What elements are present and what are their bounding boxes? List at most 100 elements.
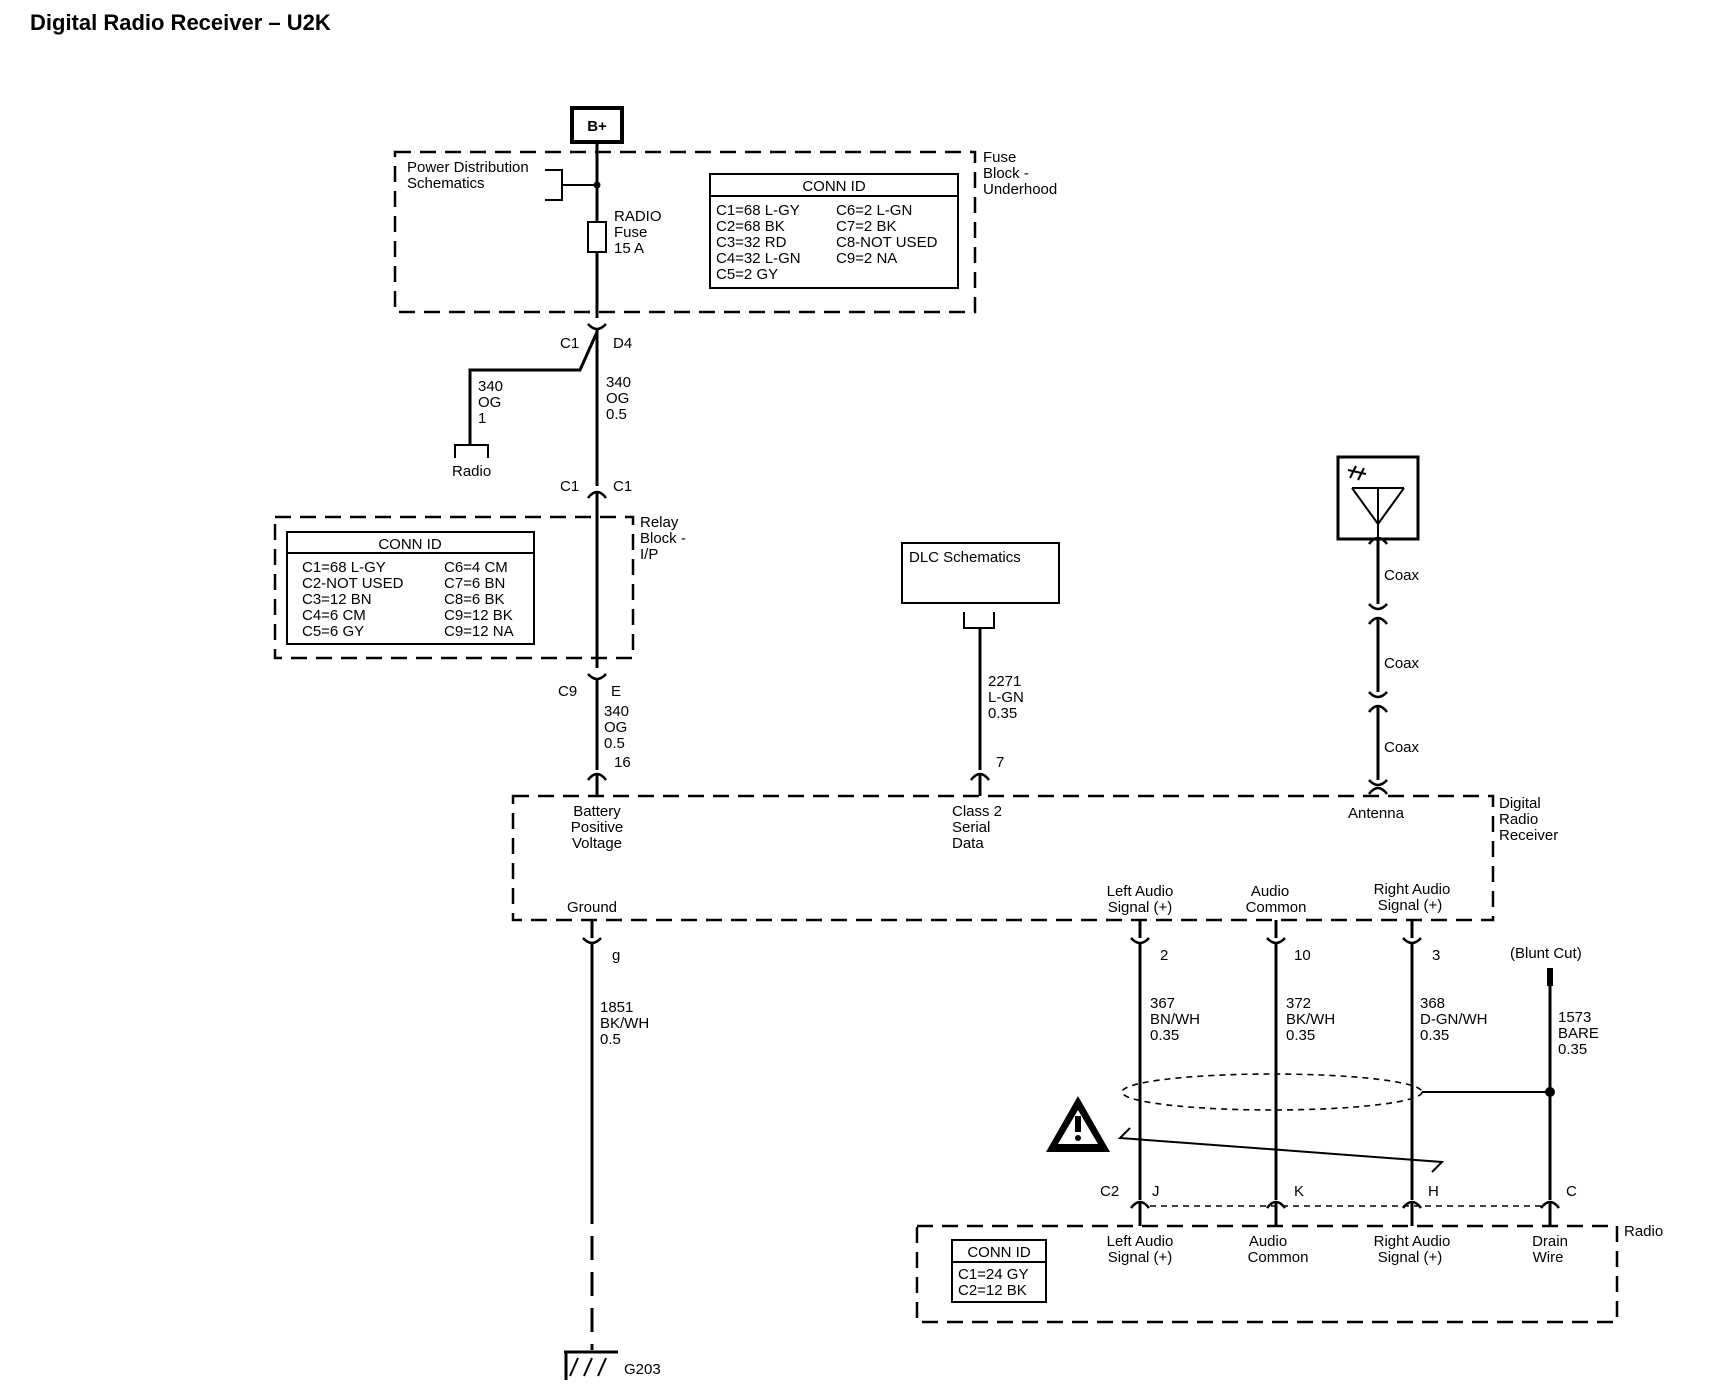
svg-text:Coax: Coax — [1384, 739, 1420, 756]
svg-text:C1=68 L-GY: C1=68 L-GY — [716, 202, 800, 219]
svg-text:H: H — [1428, 1183, 1439, 1200]
radio-conn-id: CONN ID C1=24 GY C2=12 BK — [951, 1239, 1047, 1303]
connector-c1-d4: C1 D4 — [560, 323, 632, 352]
svg-text:Relay: Relay — [640, 514, 679, 531]
relay-block-conn-id: CONN ID C1=68 L-GY C2-NOT USED C3=12 BN … — [286, 531, 535, 645]
svg-text:g: g — [612, 947, 620, 964]
svg-text:BN/WH: BN/WH — [1150, 1011, 1200, 1028]
svg-text:K: K — [1294, 1183, 1304, 1200]
svg-text:C7=6 BN: C7=6 BN — [444, 575, 505, 592]
svg-text:Signal (+): Signal (+) — [1378, 1249, 1443, 1266]
svg-text:C1: C1 — [560, 335, 579, 352]
shield-drain-junction — [1545, 1087, 1555, 1097]
svg-text:0.35: 0.35 — [1420, 1027, 1449, 1044]
svg-text:C5=6 GY: C5=6 GY — [302, 623, 364, 640]
svg-text:C5=2 GY: C5=2 GY — [716, 266, 778, 283]
coax-labels: Coax Coax Coax — [1384, 567, 1420, 756]
svg-text:Serial: Serial — [952, 819, 990, 836]
main-wire-2-label: 340 OG 0.5 16 — [604, 703, 631, 771]
twisted-pair-indicator — [1117, 1127, 1445, 1173]
svg-text:C6=4 CM: C6=4 CM — [444, 559, 508, 576]
svg-text:Power Distribution: Power Distribution — [407, 159, 529, 176]
svg-text:OG: OG — [606, 390, 629, 407]
svg-text:OG: OG — [604, 719, 627, 736]
svg-text:10: 10 — [1294, 947, 1311, 964]
svg-text:Receiver: Receiver — [1499, 827, 1558, 844]
svg-text:1851: 1851 — [600, 999, 633, 1016]
svg-text:372: 372 — [1286, 995, 1311, 1012]
svg-text:3: 3 — [1432, 947, 1440, 964]
radio-module: Radio Left Audio Signal (+) Audio Common… — [915, 1223, 1663, 1324]
left-audio-wire-label: 2 367 BN/WH 0.35 — [1150, 947, 1200, 1044]
radio-branch-label: 340 OG 1 Radio — [452, 378, 503, 480]
svg-text:Antenna: Antenna — [1348, 805, 1405, 822]
svg-text:CONN ID: CONN ID — [967, 1244, 1031, 1261]
svg-text:0.35: 0.35 — [988, 705, 1017, 722]
svg-text:340: 340 — [478, 378, 503, 395]
svg-text:CONN ID: CONN ID — [378, 536, 442, 553]
svg-text:1: 1 — [478, 410, 486, 427]
svg-text:Left Audio: Left Audio — [1107, 883, 1174, 900]
svg-text:CONN ID: CONN ID — [802, 178, 866, 195]
svg-text:C9=12 NA: C9=12 NA — [444, 623, 514, 640]
svg-text:C1: C1 — [560, 478, 579, 495]
svg-text:Battery: Battery — [573, 803, 621, 820]
svg-text:0.35: 0.35 — [1286, 1027, 1315, 1044]
svg-text:Block -: Block - — [640, 530, 686, 547]
svg-text:E: E — [611, 683, 621, 700]
class2-wire-label: 2271 L-GN 0.35 7 — [988, 673, 1024, 771]
svg-text:L-GN: L-GN — [988, 689, 1024, 706]
power-distribution-ref: Power Distribution Schematics — [407, 159, 601, 201]
svg-text:16: 16 — [614, 754, 631, 771]
svg-text:J: J — [1152, 1183, 1160, 1200]
svg-text:D4: D4 — [613, 335, 632, 352]
svg-text:Ground: Ground — [567, 899, 617, 916]
svg-text:BK/WH: BK/WH — [600, 1015, 649, 1032]
svg-text:Audio: Audio — [1249, 1233, 1287, 1250]
pin-3-connector — [1402, 937, 1422, 945]
svg-text:Radio: Radio — [1624, 1223, 1663, 1240]
svg-text:BK/WH: BK/WH — [1286, 1011, 1335, 1028]
svg-text:Underhood: Underhood — [983, 181, 1057, 198]
pin-10-connector — [1266, 937, 1286, 945]
radio-fuse: RADIO Fuse 15 A — [587, 208, 662, 257]
svg-text:C1=24 GY: C1=24 GY — [958, 1266, 1028, 1283]
svg-text:1573: 1573 — [1558, 1009, 1591, 1026]
svg-text:Coax: Coax — [1384, 567, 1420, 584]
svg-text:Data: Data — [952, 835, 984, 852]
svg-text:C: C — [1566, 1183, 1577, 1200]
radio-branch-wire — [468, 331, 599, 445]
svg-text:368: 368 — [1420, 995, 1445, 1012]
battery-terminal: B+ — [570, 106, 624, 144]
digital-radio-receiver: Digital Radio Receiver Battery Positive … — [511, 794, 1558, 922]
svg-text:Radio: Radio — [452, 463, 491, 480]
svg-text:C2: C2 — [1100, 1183, 1119, 1200]
radio-c2-pin-labels: C2 J K H C — [1100, 1183, 1577, 1200]
svg-text:BARE: BARE — [1558, 1025, 1599, 1042]
svg-text:C9=12 BK: C9=12 BK — [444, 607, 513, 624]
svg-text:Signal (+): Signal (+) — [1108, 899, 1173, 916]
warning-icon — [1046, 1096, 1110, 1152]
svg-text:Schematics: Schematics — [407, 175, 485, 192]
svg-text:Drain: Drain — [1532, 1233, 1568, 1250]
svg-text:Audio: Audio — [1251, 883, 1289, 900]
svg-text:Right Audio: Right Audio — [1374, 881, 1451, 898]
svg-text:Voltage: Voltage — [572, 835, 622, 852]
fuse-block-conn-id: CONN ID C1=68 L-GY C2=68 BK C3=32 RD C4=… — [709, 173, 959, 289]
svg-text:367: 367 — [1150, 995, 1175, 1012]
svg-text:Common: Common — [1246, 899, 1307, 916]
svg-text:C6=2 L-GN: C6=2 L-GN — [836, 202, 912, 219]
svg-text:Fuse: Fuse — [614, 224, 647, 241]
svg-text:C2=12 BK: C2=12 BK — [958, 1282, 1027, 1299]
svg-text:C4=32 L-GN: C4=32 L-GN — [716, 250, 801, 267]
svg-text:C8-NOT USED: C8-NOT USED — [836, 234, 938, 251]
right-audio-wire-label: 3 368 D-GN/WH 0.35 — [1420, 947, 1488, 1044]
svg-text:Wire: Wire — [1533, 1249, 1564, 1266]
svg-text:C4=6 CM: C4=6 CM — [302, 607, 366, 624]
page-title: Digital Radio Receiver – U2K — [30, 10, 331, 35]
svg-text:C9: C9 — [558, 683, 577, 700]
dlc-schematics-ref: DLC Schematics — [901, 542, 1060, 629]
audio-common-wire-label: 10 372 BK/WH 0.35 — [1286, 947, 1335, 1044]
svg-text:(Blunt Cut): (Blunt Cut) — [1510, 945, 1582, 962]
